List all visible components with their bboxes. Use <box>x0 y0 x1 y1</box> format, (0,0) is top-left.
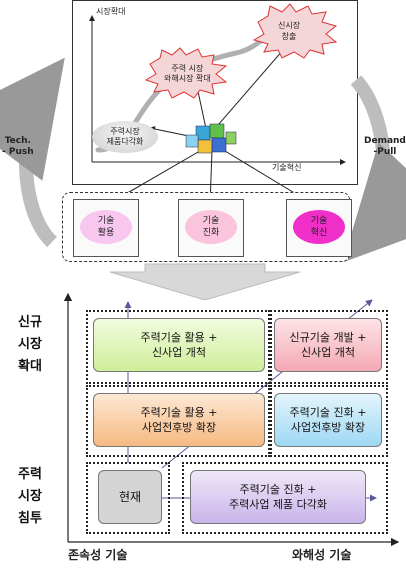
cell-frame-mid-right <box>270 385 388 457</box>
stage-low-ellipse: 주력시장 제품다각화 <box>92 121 158 153</box>
cell-bottom-right: 주력기술 진화 + 주력사업 제품 다각화 <box>190 470 366 524</box>
stage-high-label: 신시장 창출 <box>278 21 301 41</box>
cell-frame-bottom-right <box>182 462 388 534</box>
stage-mid-label: 주력 시장 와해시장 확대 <box>164 64 211 83</box>
cell-top-right: 신규기술 개발 + 신사업 개척 <box>274 318 382 372</box>
demand-pull-label: Demand -Pull <box>364 136 406 157</box>
cell-frame-top-right <box>270 310 388 384</box>
top-y-axis-label: 시장확대 <box>96 7 126 16</box>
top-diagram-graphics <box>0 3 406 300</box>
capability-innovate: 기술 혁신 <box>293 210 345 244</box>
vector-to-high <box>211 41 291 133</box>
capability-card-utilize: 기술 활용 <box>73 199 139 257</box>
starburst-high <box>252 3 338 59</box>
y-label-new-market: 신규 시장 확대 <box>18 315 42 374</box>
cell-mid-right: 주력기술 진화 + 사업전후방 확장 <box>274 393 382 447</box>
tech-push-label: Tech. - Push <box>2 136 34 157</box>
y-label-main-market: 주력 시장 침투 <box>18 467 42 526</box>
down-arrow <box>109 263 301 300</box>
cell-frame-mid-left <box>86 385 270 457</box>
capability-utilize: 기술 활용 <box>80 210 132 244</box>
puzzle-icon <box>185 123 237 154</box>
x-label-sustaining: 존속성 기술 <box>68 548 128 562</box>
cell-mid-left: 주력기술 활용 + 사업전후방 확장 <box>93 393 265 447</box>
cell-frame-top-left <box>86 310 270 384</box>
starburst-mid <box>144 47 228 99</box>
cell-current: 현재 <box>98 470 162 524</box>
capability-card-evolve: 기술 진화 <box>178 199 244 257</box>
capability-card-innovate: 기술 혁신 <box>286 199 352 257</box>
tech-push-arc <box>0 57 65 248</box>
top-x-axis-label: 기술혁신 <box>272 163 302 172</box>
demand-pull-arc <box>342 75 406 263</box>
x-label-disruptive: 와해성 기술 <box>292 548 352 562</box>
capability-evolve: 기술 진화 <box>185 210 237 244</box>
cell-frame-current <box>86 462 170 534</box>
cell-top-left: 주력기술 활용 + 신사업 개척 <box>93 318 265 372</box>
